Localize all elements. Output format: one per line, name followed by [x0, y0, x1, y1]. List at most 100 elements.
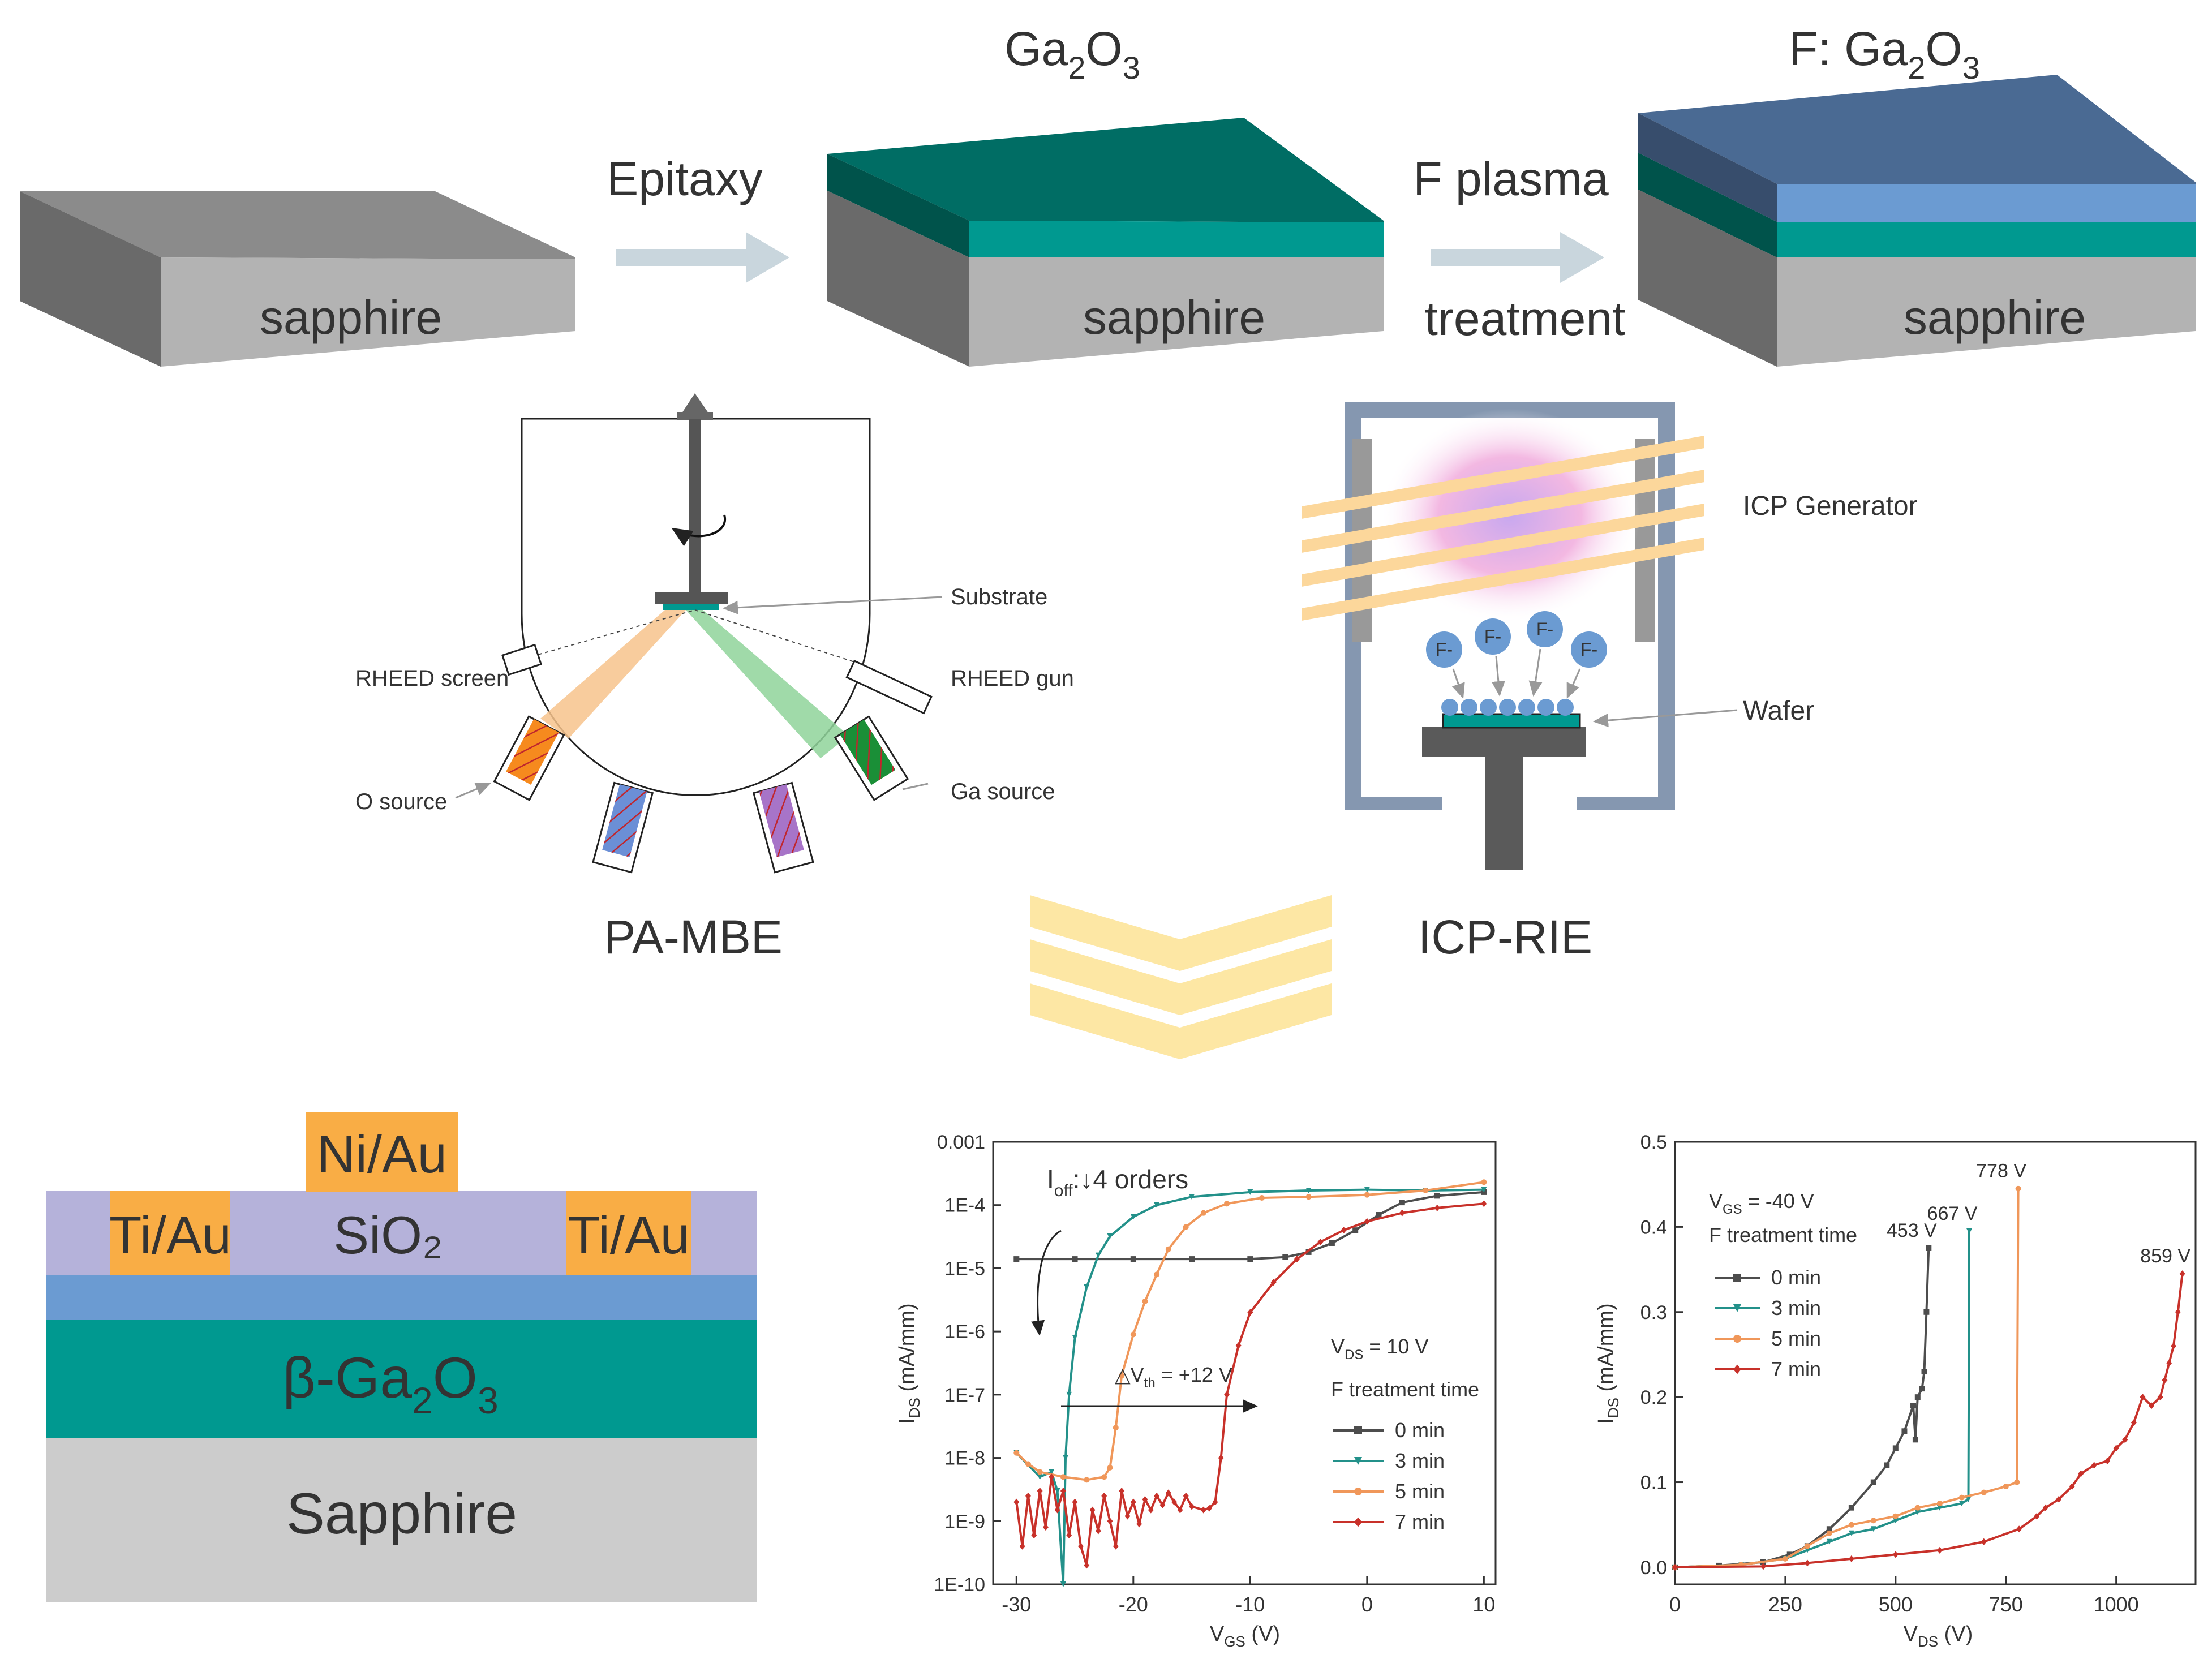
transfer-data-point — [1352, 1227, 1359, 1233]
breakdown-legend-marker — [1733, 1274, 1741, 1282]
breakdown-data-point — [1892, 1551, 1899, 1558]
breakdown-data-point — [1782, 1555, 1788, 1562]
transfer-data-point — [1095, 1252, 1101, 1258]
rheed-gun-label: RHEED gun — [951, 666, 1074, 691]
transfer-data-point — [1189, 1256, 1195, 1262]
pa-mbe-chamber — [455, 393, 943, 874]
breakdown-data-point — [1892, 1518, 1899, 1524]
transfer-data-point — [1037, 1469, 1043, 1475]
transfer-data-point — [1305, 1187, 1312, 1193]
transfer-data-point — [1066, 1532, 1072, 1539]
f-ion-2: F- — [1475, 618, 1511, 697]
cell-purple — [752, 781, 814, 874]
breakdown-data-point — [2016, 1525, 2022, 1533]
breakdown-data-point — [1926, 1245, 1932, 1251]
breakdown-ytick-label: 0.2 — [1640, 1387, 1667, 1408]
transfer-ytick-label: 1E-6 — [944, 1321, 985, 1343]
breakdown-data-point — [1914, 1394, 1921, 1400]
f-ion-1: F- — [1426, 631, 1465, 699]
transfer-data-point — [1013, 1450, 1020, 1456]
breakdown-data-point — [1958, 1501, 1965, 1507]
breakdown-series-line — [1674, 1248, 1930, 1568]
transfer-ylabel: IDS (mA/mm) — [895, 1303, 923, 1424]
breakdown-legend-marker — [1733, 1364, 1741, 1374]
transfer-data-point — [1165, 1489, 1171, 1497]
transfer-data-point — [1107, 1233, 1113, 1239]
breakdown-data-point — [2149, 1402, 2155, 1409]
breakdown-ytick-label: 0.4 — [1640, 1217, 1667, 1238]
breakdown-data-point — [2131, 1419, 2137, 1426]
breakdown-data-point — [2104, 1457, 2111, 1464]
chevron-down-icon — [1030, 895, 1332, 1059]
breakdown-data-point — [1870, 1518, 1876, 1524]
transfer-data-point — [1177, 1506, 1183, 1514]
pa-mbe-title: PA-MBE — [604, 910, 783, 964]
breakdown-data-point — [2171, 1342, 2177, 1349]
breakdown-data-point — [1921, 1369, 1927, 1375]
breakdown-voltage-label: 778 V — [1976, 1161, 2026, 1182]
transfer-data-point — [1107, 1464, 1113, 1471]
breakdown-data-point — [1826, 1526, 1832, 1532]
breakdown-data-point — [2113, 1445, 2119, 1452]
transfer-data-point — [1089, 1506, 1096, 1514]
breakdown-data-point — [2014, 1479, 2020, 1485]
breakdown-legend-marker — [1733, 1304, 1741, 1312]
breakdown-data-point — [1981, 1538, 1987, 1545]
icp-generator-label: ICP Generator — [1743, 491, 1918, 521]
transfer-data-point — [1305, 1194, 1312, 1200]
transfer-data-point — [1037, 1487, 1043, 1494]
ga-source-label: Ga source — [951, 779, 1055, 804]
rheed-screen — [501, 643, 542, 676]
breakdown-ytick-label: 0.5 — [1640, 1132, 1667, 1153]
transfer-data-point — [1019, 1542, 1025, 1550]
transfer-data-point — [1042, 1524, 1049, 1531]
transfer-data-point — [1259, 1194, 1265, 1201]
transfer-data-point — [1130, 1498, 1136, 1506]
vth-annotation: △Vth = +12 V — [1115, 1363, 1232, 1391]
sapphire-layer-label: Sapphire — [286, 1481, 517, 1546]
f-ga2o3-block: sapphire — [1638, 75, 2196, 367]
transfer-data-point — [1130, 1256, 1136, 1262]
transfer-data-point — [1154, 1271, 1160, 1278]
breakdown-ytick-label: 0.1 — [1640, 1472, 1667, 1494]
f-ga2o3-title: F: Ga2O3 — [1789, 22, 1980, 85]
transfer-data-point — [1270, 1279, 1277, 1286]
breakdown-voltage-label: 667 V — [1927, 1203, 1978, 1224]
f-ga2o3-layer — [46, 1274, 757, 1320]
transfer-data-point — [1317, 1239, 1324, 1246]
rotation-arrow — [671, 514, 727, 547]
breakdown-legend-label: 0 min — [1771, 1266, 1821, 1289]
breakdown-data-point — [1892, 1445, 1899, 1451]
breakdown-chart-frame — [1674, 1141, 2197, 1585]
breakdown-data-point — [1786, 1551, 1793, 1558]
rheed-gun — [845, 660, 933, 715]
gate-contact — [306, 1112, 458, 1192]
breakdown-legend-marker — [1733, 1335, 1741, 1343]
transfer-legend-title: F treatment time — [1331, 1378, 1479, 1401]
transfer-xtick-label: -30 — [1002, 1593, 1031, 1616]
transfer-legend-label: 5 min — [1395, 1480, 1445, 1503]
transfer-data-point — [1148, 1506, 1154, 1514]
breakdown-data-point — [1912, 1437, 1918, 1443]
transfer-data-point — [1364, 1218, 1370, 1225]
vgs-condition: VGS = -40 V — [1709, 1189, 1814, 1217]
drain-label: Ti/Au — [568, 1205, 690, 1265]
transfer-data-point — [1364, 1187, 1370, 1193]
transfer-chart-frame — [992, 1141, 1497, 1585]
transfer-data-point — [1399, 1209, 1405, 1217]
transfer-data-point — [1054, 1506, 1060, 1514]
transfer-xtick-label: 0 — [1361, 1593, 1373, 1616]
breakdown-data-point — [1870, 1526, 1876, 1532]
breakdown-data-point — [2069, 1483, 2075, 1490]
breakdown-data-point — [2122, 1436, 2128, 1443]
epitaxy-label: Epitaxy — [607, 152, 762, 205]
breakdown-data-point — [1914, 1505, 1921, 1511]
gate-label: Ni/Au — [317, 1124, 447, 1184]
breakdown-legend-label: 7 min — [1771, 1357, 1821, 1381]
ga2o3-channel-label: β-Ga2O3 — [282, 1346, 498, 1421]
transfer-data-point — [1294, 1256, 1300, 1263]
breakdown-data-point — [1804, 1547, 1810, 1553]
transfer-legend-marker — [1354, 1517, 1362, 1527]
breakdown-ytick-label: 0.3 — [1640, 1302, 1667, 1323]
transfer-data-point — [1329, 1240, 1335, 1246]
